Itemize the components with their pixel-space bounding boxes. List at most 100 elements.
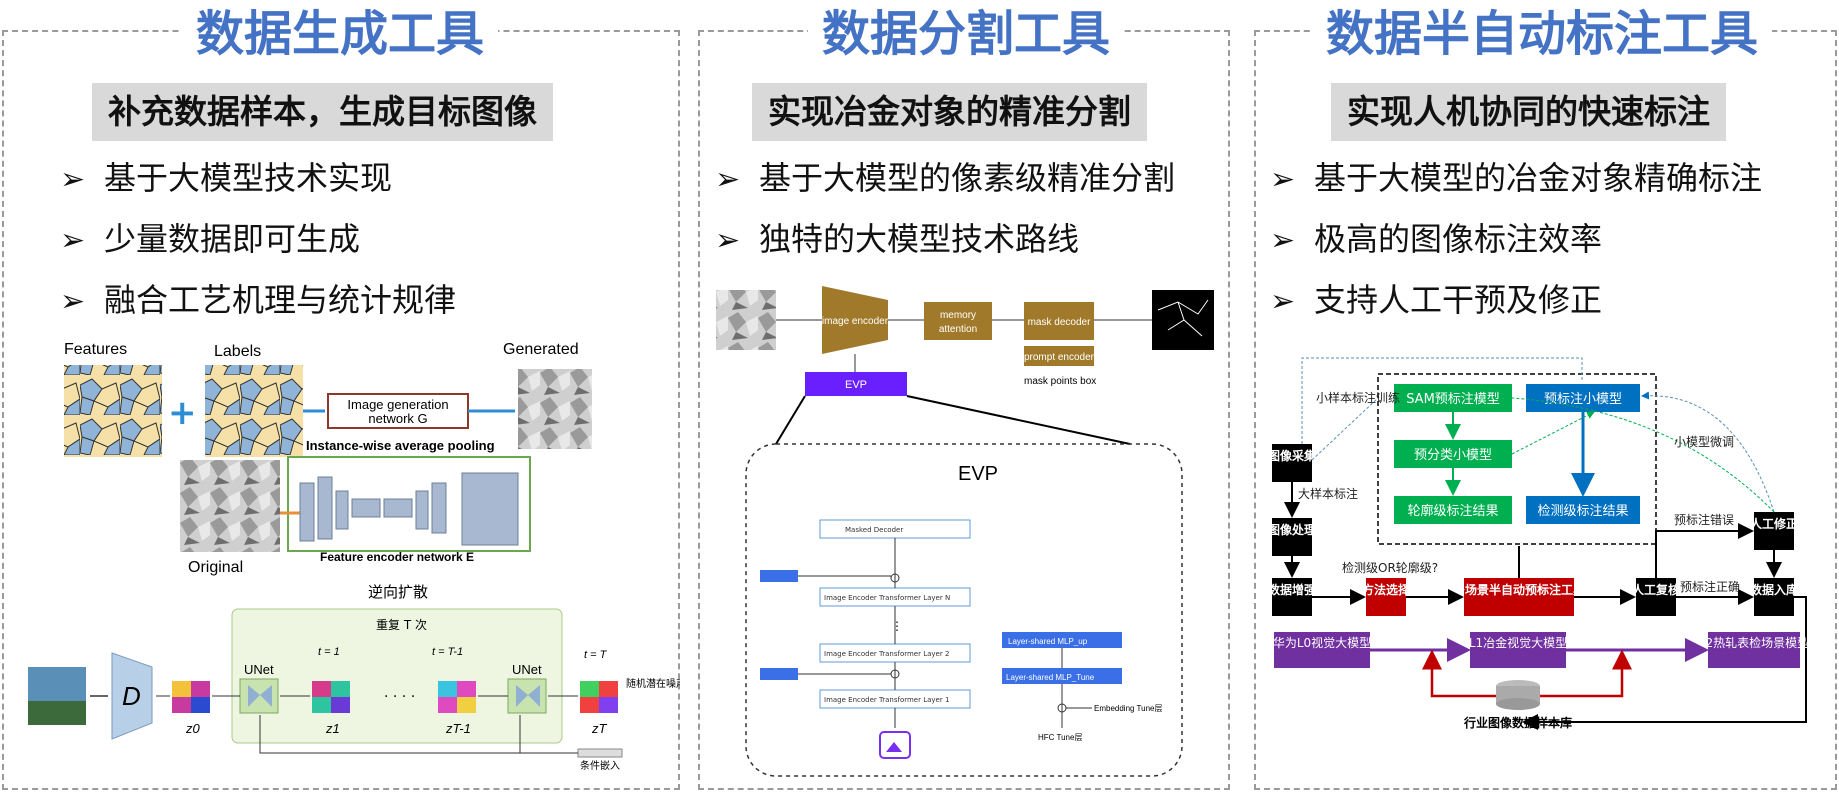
bullet-ann-1: ➢基于大模型的冶金对象精确标注 <box>1270 159 1763 197</box>
panel-subtitle-segmentation: 实现冶金对象的精准分割 <box>752 83 1147 141</box>
generated-image <box>518 369 592 449</box>
svg-text:image encoder: image encoder <box>822 316 889 327</box>
method-box <box>1366 578 1406 616</box>
generation-diagram: Features Labels Generated + Image genera… <box>28 341 680 772</box>
svg-text:memory: memory <box>940 310 976 321</box>
svg-text:Image Encoder Transformer Laye: Image Encoder Transformer Layer 1 <box>824 696 949 704</box>
svg-text:D: D <box>122 681 141 711</box>
svg-text:Layer-shared MLP_Tune: Layer-shared MLP_Tune <box>1006 673 1095 682</box>
svg-text:Image generation: Image generation <box>347 397 448 412</box>
label-small-train: 小样本标注训练 <box>1316 390 1400 405</box>
l2-box <box>1708 632 1800 668</box>
svg-text:检测级标注结果: 检测级标注结果 <box>1537 504 1628 519</box>
manual-box <box>1754 512 1794 550</box>
svg-text:UNet: UNet <box>244 662 274 677</box>
svg-text:人工复核: 人工复核 <box>1632 582 1680 597</box>
model-frame <box>1377 373 1657 545</box>
svg-text:t = T-1: t = T-1 <box>432 646 463 658</box>
plus-icon: + <box>168 393 197 433</box>
database-icon <box>1496 680 1540 710</box>
label-features: Features <box>64 341 127 358</box>
svg-text:zT-1: zT-1 <box>445 721 471 736</box>
svg-text:EVP: EVP <box>845 379 867 391</box>
svg-text:方法选择: 方法选择 <box>1362 582 1411 597</box>
label-mask-points: mask points box <box>1024 376 1096 387</box>
annotation-diagram: SAM预标注模型 预标注小模型 预分类小模型 轮廓级标注结果 检测级标注结果 图… <box>1268 357 1809 730</box>
augment-box <box>1272 578 1312 616</box>
svg-text:SAM预标注模型: SAM预标注模型 <box>1406 392 1500 407</box>
image-encoder-block <box>822 286 888 354</box>
svg-text:prompt encoder: prompt encoder <box>1024 352 1095 363</box>
panel-subtitle-generation: 补充数据样本，生成目标图像 <box>92 83 553 141</box>
panel-subtitle-annotation: 实现人机协同的快速标注 <box>1331 83 1726 141</box>
bullet-ann-3: ➢支持人工干预及修正 <box>1270 281 1603 319</box>
original-image <box>180 460 280 552</box>
svg-text:t = 1: t = 1 <box>318 646 340 658</box>
svg-text:· · · ·: · · · · <box>384 689 415 705</box>
l0-box <box>1274 632 1370 668</box>
label-noise: 随机潜在噪声 <box>626 677 680 690</box>
decoder-d <box>111 652 153 740</box>
svg-text:Image Encoder Transformer Laye: Image Encoder Transformer Layer N <box>824 594 950 602</box>
panel-title-generation: 数据生成工具 <box>182 2 499 66</box>
svg-text:attention: attention <box>939 324 977 335</box>
panel-title-annotation: 数据半自动标注工具 <box>1312 2 1773 66</box>
svg-text:Embedding Tune层: Embedding Tune层 <box>1094 704 1163 713</box>
output-mask <box>1152 290 1214 350</box>
label-generated: Generated <box>503 341 579 358</box>
svg-text:轮廓级标注结果: 轮廓级标注结果 <box>1407 503 1498 519</box>
svg-text:z1: z1 <box>325 721 340 736</box>
label-encoder: Feature encoder network E <box>320 550 474 564</box>
svg-text:Masked Decoder: Masked Decoder <box>845 526 903 534</box>
label-pooling: Instance-wise average pooling <box>306 438 495 453</box>
svg-text:图像采集: 图像采集 <box>1268 448 1317 463</box>
bullet-gen-2: ➢少量数据即可生成 <box>60 220 361 258</box>
bullet-seg-1: ➢基于大模型的像素级精准分割 <box>715 159 1176 197</box>
pre-cls-box <box>1394 440 1512 468</box>
svg-text:预分类小模型: 预分类小模型 <box>1414 448 1492 463</box>
svg-text:zT: zT <box>591 721 608 736</box>
mask-decoder-block <box>1024 302 1094 340</box>
label-library: 行业图像数据样本库 <box>1463 715 1572 730</box>
svg-text:数据增强: 数据增强 <box>1268 582 1316 597</box>
label-finetune: 小模型微调 <box>1674 435 1734 449</box>
svg-text:UNet: UNet <box>512 662 542 677</box>
svg-text:预标注小模型: 预标注小模型 <box>1544 392 1622 407</box>
evp-title: EVP <box>958 463 998 485</box>
svg-text:Layer-shared MLP_up: Layer-shared MLP_up <box>1008 637 1088 646</box>
pre-small-box <box>1526 384 1640 412</box>
sam-box <box>1394 384 1512 412</box>
svg-text:mask decoder: mask decoder <box>1028 317 1091 328</box>
evp-button[interactable] <box>805 372 907 396</box>
svg-text:t = T: t = T <box>584 649 608 661</box>
svg-text:多场景半自动预标注工具: 多场景半自动预标注工具 <box>1453 582 1585 597</box>
net-g-box <box>327 393 469 429</box>
review-box <box>1636 578 1676 616</box>
label-question: 检测级OR轮廓级? <box>1342 560 1438 575</box>
bullet-gen-1: ➢基于大模型技术实现 <box>60 159 393 197</box>
label-labels: Labels <box>214 343 261 360</box>
bullet-ann-2: ➢极高的图像标注效率 <box>1270 220 1603 258</box>
features-image <box>64 365 162 457</box>
input-image <box>716 290 776 350</box>
latent-z1 <box>312 681 350 713</box>
label-ok: 预标注正确 <box>1680 579 1740 594</box>
svg-text:⋮: ⋮ <box>891 619 903 633</box>
label-repeat: 重复 T 次 <box>376 618 427 632</box>
store-box <box>1754 578 1794 616</box>
svg-text:华为L0视觉大模型: 华为L0视觉大模型 <box>1273 635 1371 650</box>
evp-frame <box>745 443 1183 777</box>
labels-image <box>205 365 303 457</box>
svg-text:z0: z0 <box>185 721 201 736</box>
segmentation-diagram: image encoder memory attention mask deco… <box>716 286 1214 777</box>
svg-text:network G: network G <box>368 411 427 426</box>
svg-text:数据入库: 数据入库 <box>1750 582 1798 597</box>
label-original: Original <box>188 559 243 576</box>
encoder-blocks <box>299 472 519 546</box>
encoder-frame <box>287 456 531 552</box>
l1-box <box>1470 632 1566 668</box>
latent-zT <box>580 681 618 713</box>
image-icon <box>879 731 911 759</box>
prompt-encoder-block <box>1024 346 1094 366</box>
label-cond: 条件嵌入 <box>580 759 620 772</box>
